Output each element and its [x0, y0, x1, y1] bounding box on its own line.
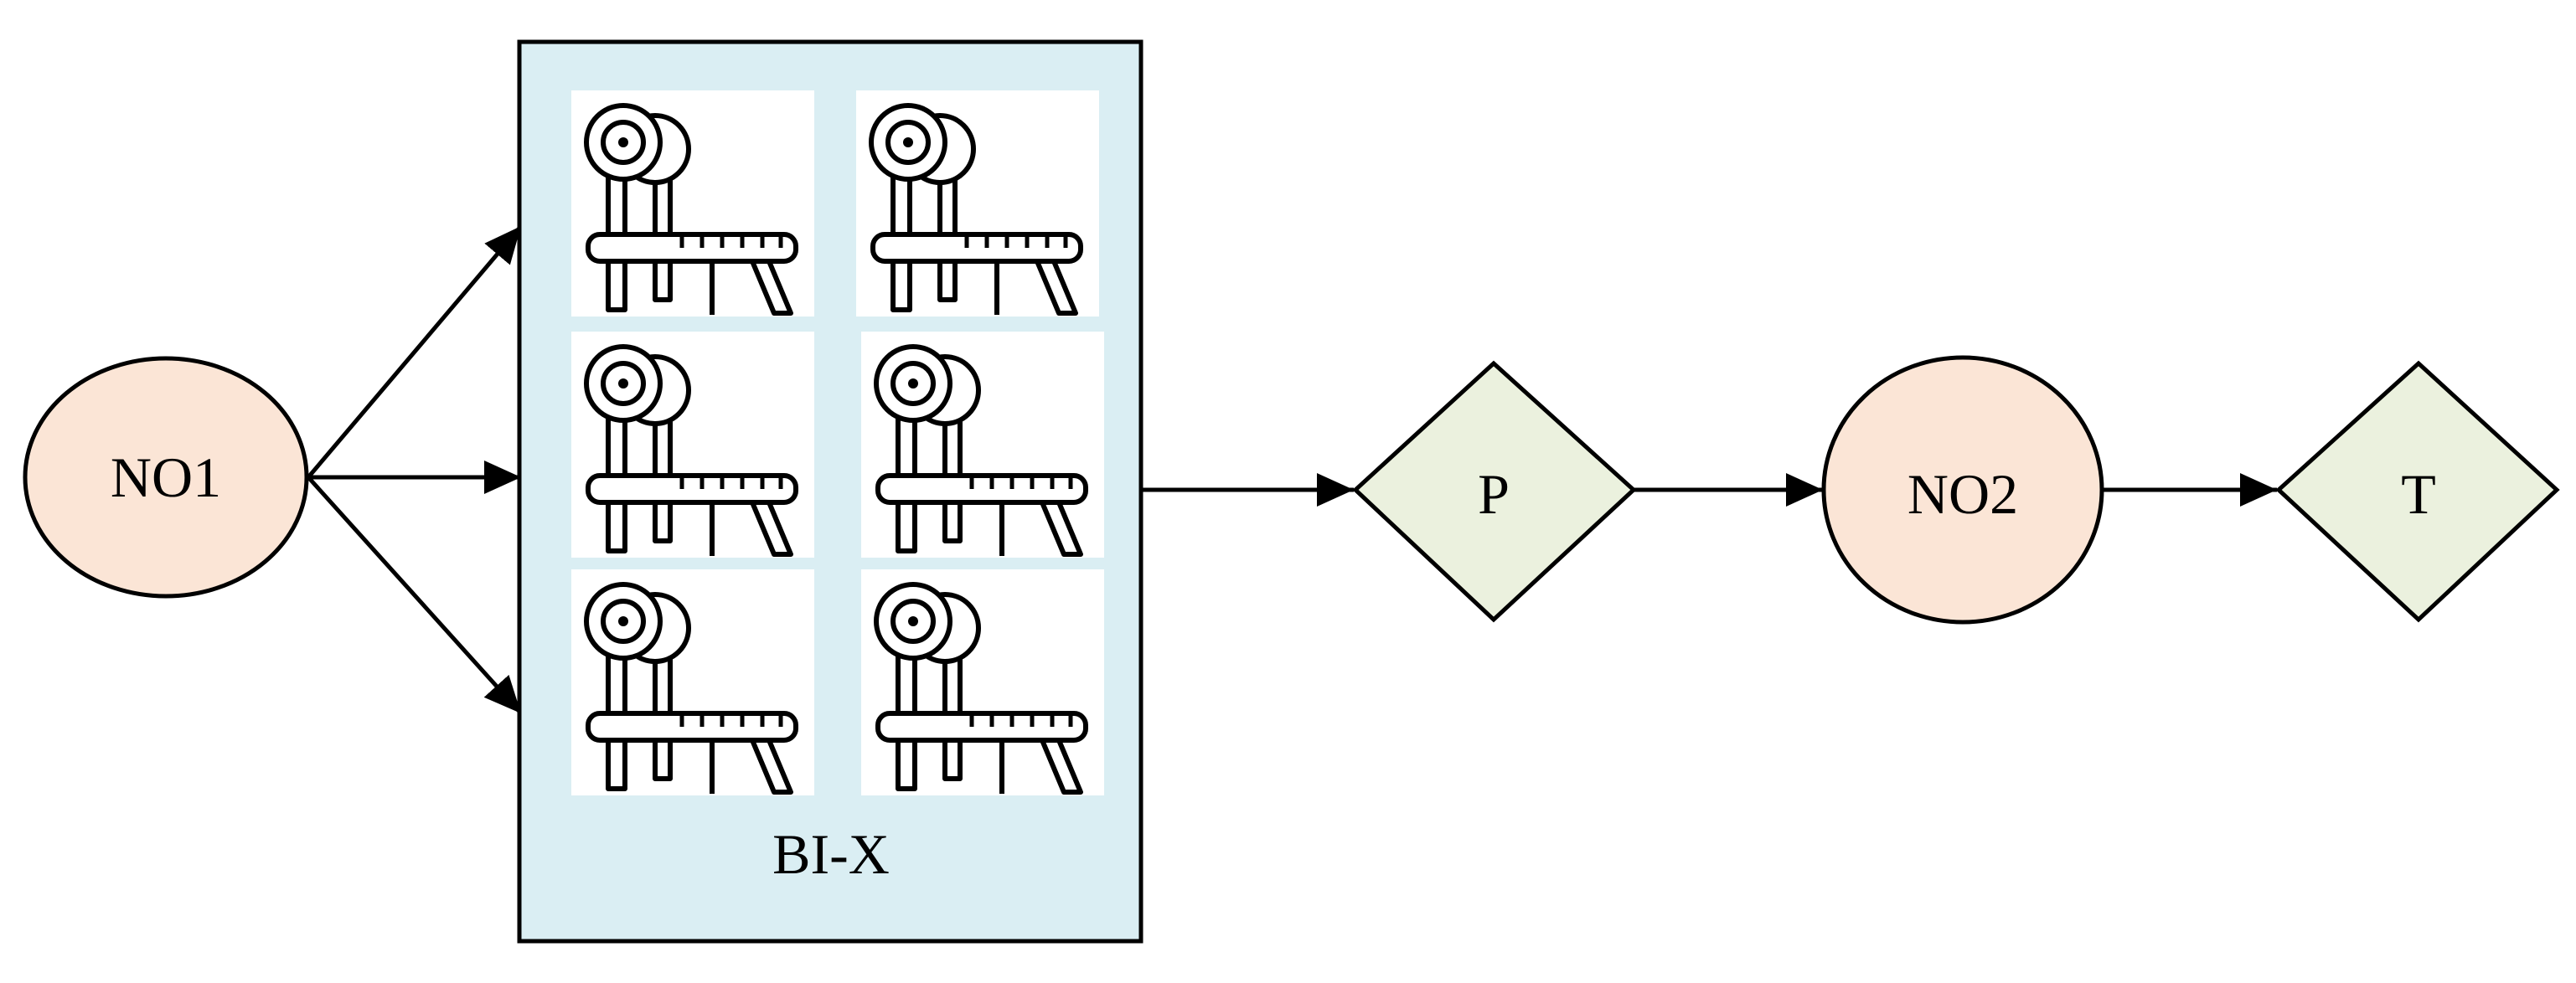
- node-no1: NO1: [23, 356, 309, 599]
- edges: [307, 224, 2277, 715]
- bench-press-icon: [861, 569, 1104, 795]
- edge-no1-to-bix-top: [307, 224, 523, 479]
- bench-press-icon: [861, 332, 1104, 558]
- node-t-label: T: [2401, 462, 2436, 526]
- bench-press-icon: [571, 569, 814, 795]
- node-no2: NO2: [1821, 355, 2104, 625]
- node-bix: BI-X: [517, 39, 1143, 944]
- node-no2-label: NO2: [1907, 462, 2018, 526]
- node-p: P: [1352, 360, 1637, 623]
- node-no1-shape: [23, 356, 309, 599]
- node-p-shape: [1352, 360, 1637, 623]
- edge-no1-to-bix-bottom: [307, 476, 523, 715]
- bench-press-icon: [856, 90, 1099, 317]
- node-no2-shape: [1821, 355, 2104, 625]
- node-t-shape: [2275, 360, 2560, 623]
- node-p-label: P: [1478, 462, 1510, 526]
- node-t: T: [2275, 360, 2560, 623]
- node-bix-label: BI-X: [772, 822, 890, 886]
- bench-press-icon: [571, 90, 814, 317]
- bench-press-icon: [571, 332, 814, 558]
- node-no1-label: NO1: [111, 445, 221, 509]
